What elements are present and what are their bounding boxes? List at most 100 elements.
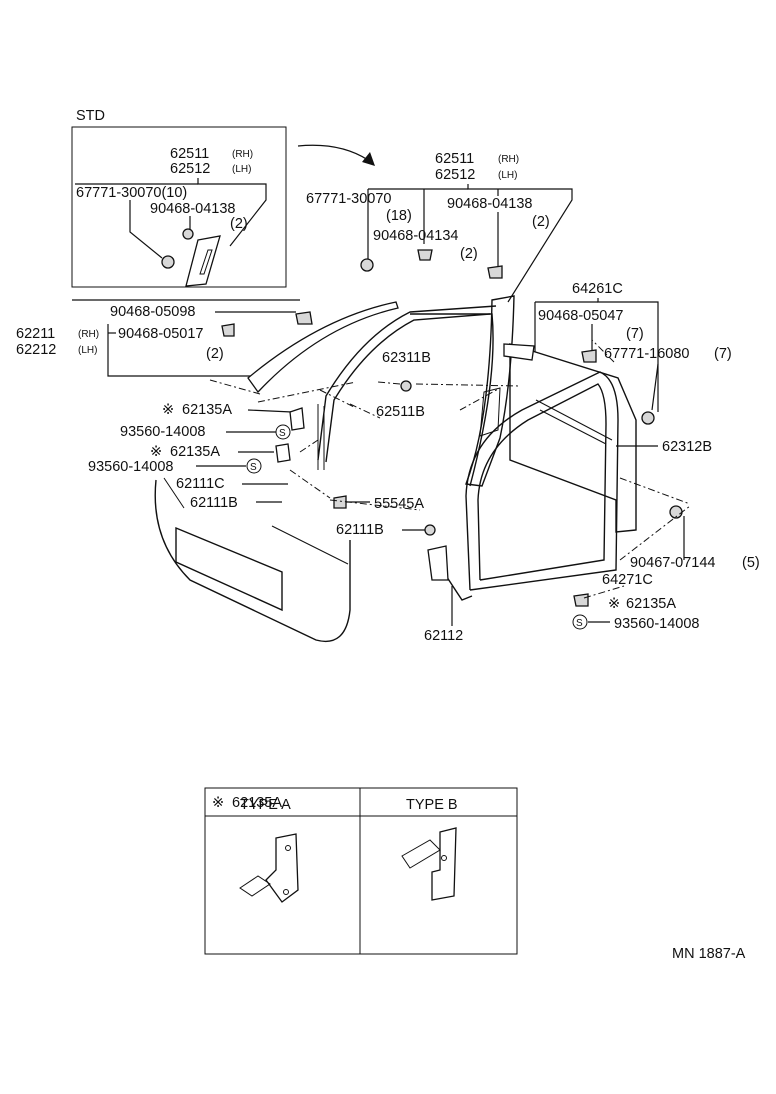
label-qty-2-b: (2) [460, 246, 478, 262]
label-62512-main: 62512 [435, 167, 475, 183]
inset-asterisk: ※ [212, 795, 224, 811]
std-clip-icon [182, 228, 194, 240]
label-62511B: 62511B [376, 404, 425, 420]
clip-67771-16080-icon [641, 411, 655, 425]
bracket-a-pillar-upper [289, 407, 305, 431]
label-qty-2-c: (2) [206, 346, 224, 362]
label-67771-30070-std: 67771-30070(10) [76, 185, 187, 201]
std-pillar-garnish [185, 235, 221, 287]
label-62135A-3: 62135A [626, 596, 676, 612]
left-labels: 90468-05098 62211 (RH) 62212 (LH) 90468-… [16, 299, 436, 538]
arrow-head-icon [362, 152, 375, 166]
label-rh-main: (RH) [498, 154, 519, 165]
label-62111B-1: 62111B [190, 495, 238, 511]
std-frame [71, 126, 287, 288]
s-mark-3-text: S [576, 618, 583, 629]
label-93560-14008-2: 93560-14008 [88, 459, 173, 475]
label-62511-std: 62511 [170, 146, 209, 162]
label-qty-2-std: (2) [230, 216, 248, 232]
center-pillar-garnish-62511 [503, 343, 535, 361]
arrow-curve [297, 144, 369, 161]
front-door-weatherstrip [410, 313, 494, 487]
clip-90468-05047-icon [581, 349, 597, 363]
asterisk-3: ※ [608, 596, 620, 612]
inset-62135A: ※ 62135A TYPE A TYPE B [204, 787, 518, 955]
label-lh-main: (LH) [498, 170, 517, 181]
s-mark-2-text: S [250, 462, 257, 473]
label-90467-07144: 90467-07144 [630, 555, 715, 571]
clip-90468-05098-icon [295, 311, 313, 325]
label-qty-18: (18) [386, 208, 412, 224]
center-pillar [465, 295, 515, 487]
label-62135A-2: 62135A [170, 444, 220, 460]
s-mark-3 [572, 614, 588, 630]
label-qty-5: (5) [742, 555, 760, 571]
inset-type-b: TYPE B [406, 797, 458, 813]
label-64271C: 64271C [602, 572, 653, 588]
label-67771-16080: 67771-16080 [604, 346, 689, 362]
std-box: STD 62511 (RH) 62512 (LH) 67771-30070(10… [71, 108, 287, 288]
label-lh-std: (LH) [232, 164, 251, 175]
s-mark-2 [246, 458, 262, 474]
label-62312B: 62312B [662, 439, 712, 455]
clip-90468-04134-icon [417, 249, 433, 261]
label-55545A: 55545A [374, 496, 424, 512]
asterisk-2: ※ [150, 444, 162, 460]
label-lh-62212: (LH) [78, 345, 97, 356]
bolt-62511B-icon [400, 380, 412, 392]
label-rh-std: (RH) [232, 149, 253, 160]
label-90468-05098: 90468-05098 [110, 304, 195, 320]
main-top-labels: 62511 (RH) 62512 (LH) 67771-30070 (18) 9… [306, 151, 659, 412]
inset-title: 62135A [232, 795, 282, 811]
s-mark-1 [275, 424, 291, 440]
type-a-bracket [265, 833, 299, 903]
rear-door-weatherstrip [465, 371, 619, 591]
bracket-a-pillar-lower [275, 443, 291, 463]
windshield-frame [317, 305, 497, 461]
diagram-code: MN 1887-A [672, 946, 746, 962]
part-55545A-icon [333, 495, 347, 509]
label-62212: 62212 [16, 342, 56, 358]
label-62512-std: 62512 [170, 161, 210, 177]
label-90468-04134: 90468-04134 [373, 228, 458, 244]
label-62135A-1: 62135A [182, 402, 232, 418]
label-qty-2-a: (2) [532, 214, 550, 230]
clip-62111B-icon [424, 524, 436, 536]
s-mark-1-text: S [279, 428, 286, 439]
label-67771-30070: 67771-30070 [306, 191, 391, 207]
inset-type-a: TYPE A [240, 797, 291, 813]
inset-frame [204, 787, 518, 955]
label-90468-04138-std: 90468-04138 [150, 201, 235, 217]
std-screw-clip-icon [161, 255, 175, 269]
label-qty-7-a: (7) [626, 326, 644, 342]
label-62211: 62211 [16, 326, 55, 342]
label-90468-04138: 90468-04138 [447, 196, 532, 212]
windshield-pillar-garnish [247, 301, 399, 394]
label-62311B: 62311B [382, 350, 431, 366]
std-label: STD [76, 108, 105, 124]
lower-trim-62112 [427, 545, 449, 581]
label-qty-7-b: (7) [714, 346, 732, 362]
headlamp [175, 526, 283, 612]
clip-90468-04138-icon [487, 265, 503, 279]
clip-90468-05017-icon [221, 323, 235, 337]
bracket-62135A-icon [573, 593, 589, 607]
quarter-inner-panel [509, 343, 637, 533]
asterisk-1: ※ [162, 402, 174, 418]
clip-67771-icon [360, 258, 374, 272]
label-62112: 62112 [424, 628, 463, 644]
label-62111C: 62111C [176, 476, 225, 492]
right-labels: 90468-05047 (7) 67771-16080 (7) 62312B 9… [424, 308, 760, 644]
label-93560-14008-1: 93560-14008 [120, 424, 205, 440]
label-64261C: 64261C [572, 281, 623, 297]
vehicle-body-drawing: 62311B 62511B [154, 295, 691, 642]
front-fender [154, 479, 351, 642]
label-rh-62211: (RH) [78, 329, 99, 340]
label-62511-main: 62511 [435, 151, 474, 167]
label-93560-14008-3: 93560-14008 [614, 616, 699, 632]
label-90468-05017: 90468-05017 [118, 326, 203, 342]
label-62111B-2: 62111B [336, 522, 384, 538]
label-90468-05047: 90468-05047 [538, 308, 623, 324]
type-b-bracket [431, 827, 457, 901]
